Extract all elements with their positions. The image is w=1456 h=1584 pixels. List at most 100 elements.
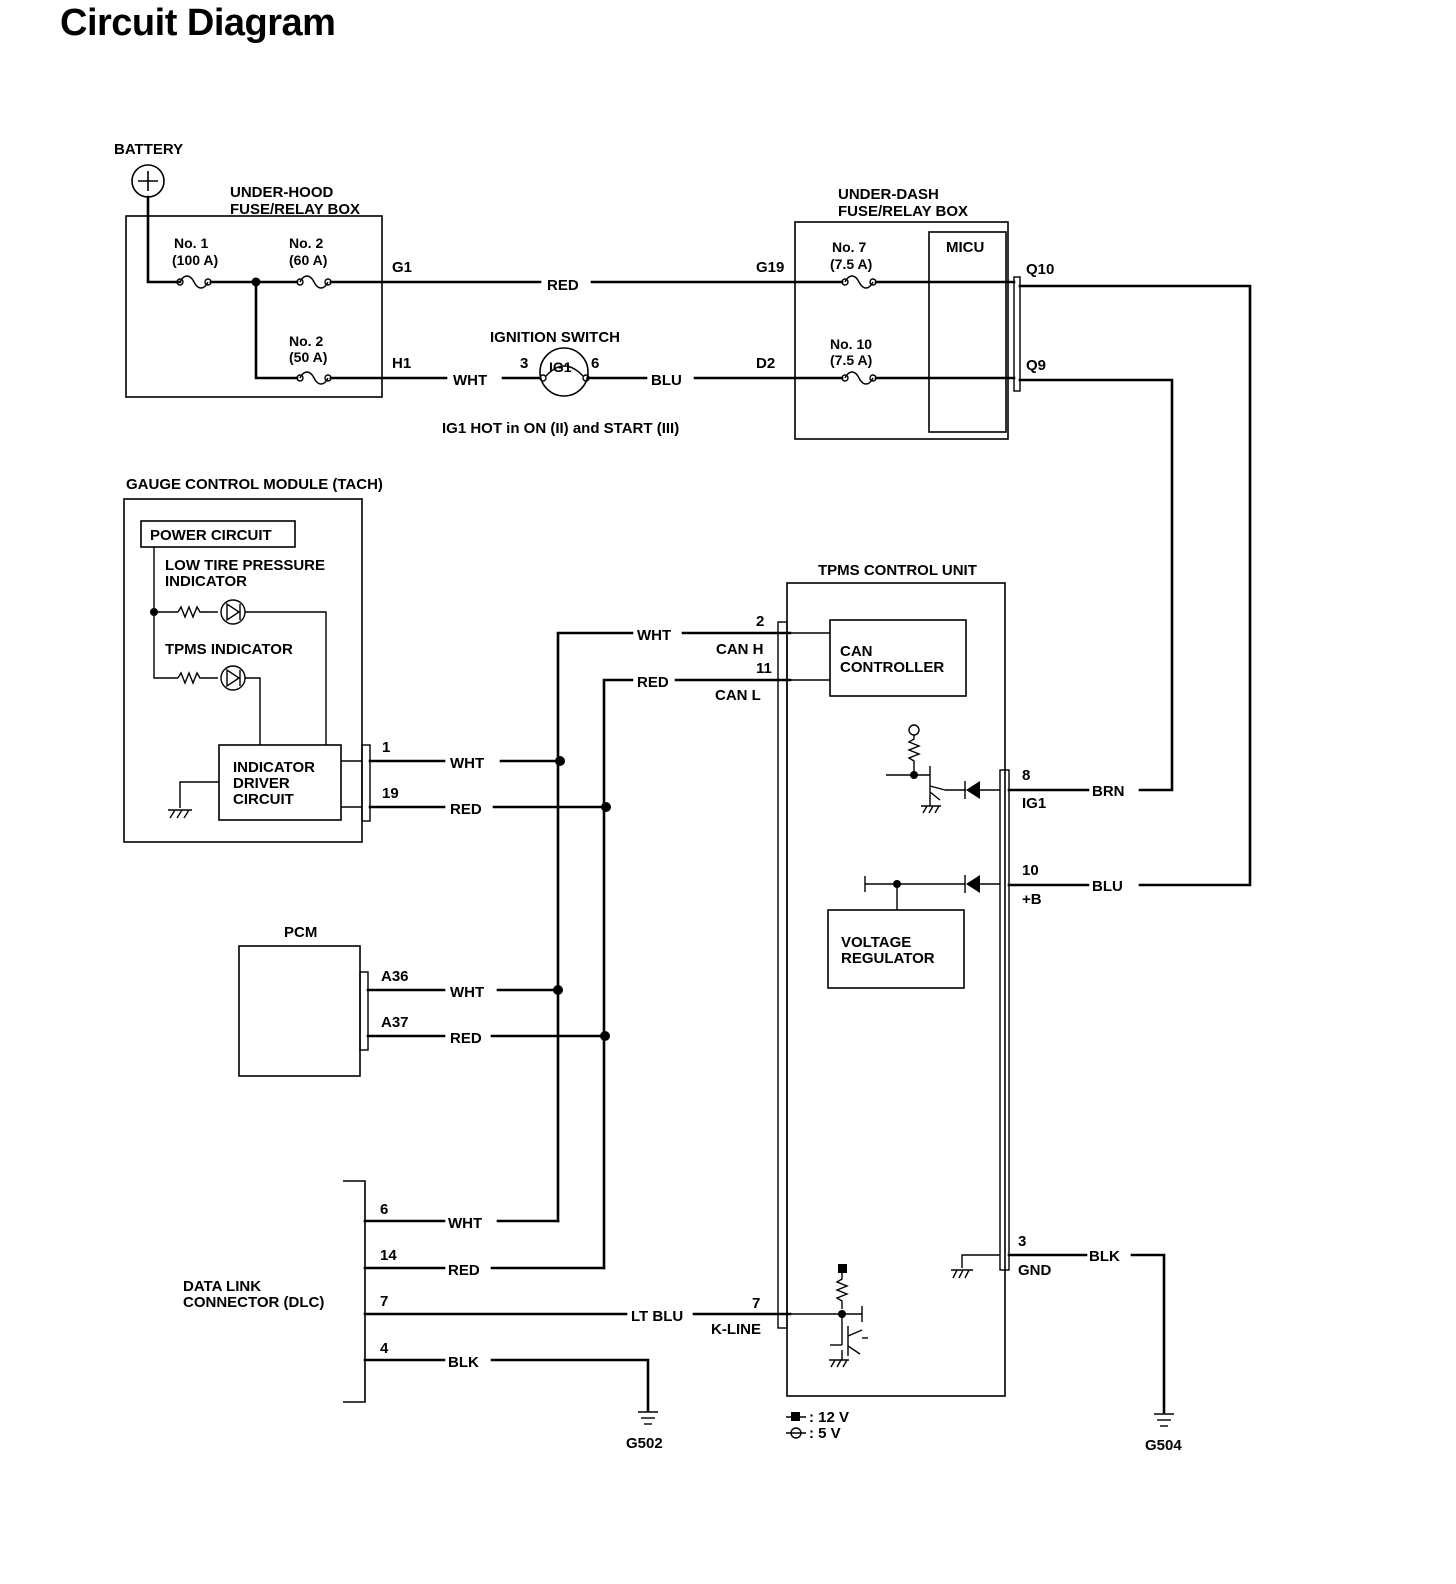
- fuse-3-label: No. 2: [289, 333, 323, 349]
- can-controller-label-1: CAN: [840, 643, 873, 660]
- tpms-title: TPMS CONTROL UNIT: [818, 562, 977, 579]
- wire-red-pcm: RED: [450, 1030, 482, 1047]
- battery-symbol: [131, 164, 165, 198]
- power-circuit-label: POWER CIRCUIT: [150, 527, 272, 544]
- tpms-can-l: CAN L: [715, 687, 761, 704]
- gauge-module-box: [123, 498, 363, 843]
- fuse-1-rating: (100 A): [172, 252, 218, 268]
- gauge-title: GAUGE CONTROL MODULE (TACH): [126, 476, 383, 493]
- driver-label-2: DRIVER: [233, 775, 290, 792]
- tpms-unit-box: [786, 582, 1006, 1397]
- plus-b-input-circuit: [864, 875, 1000, 910]
- voltage-legend: [786, 1412, 806, 1439]
- fuse-7-rating: (7.5 A): [830, 256, 872, 272]
- tpms-plus-b: +B: [1022, 891, 1042, 908]
- ignition-pin-3: 3: [520, 355, 528, 372]
- g504-ground-icon: [1154, 1413, 1174, 1427]
- underdash-title-1: UNDER-DASH: [838, 186, 939, 203]
- pin-h1: H1: [392, 355, 411, 372]
- dlc-title-1: DATA LINK: [183, 1278, 261, 1295]
- wire-red-gauge: RED: [450, 801, 482, 818]
- gauge-connector: [361, 744, 371, 822]
- pcm-box: [238, 945, 361, 1077]
- ground-g502: G502: [626, 1435, 663, 1452]
- pin-g19: G19: [756, 259, 784, 276]
- tpms-pin-2: 2: [756, 613, 764, 630]
- tpms-pin-11: 11: [756, 660, 772, 677]
- low-tire-label-1: LOW TIRE PRESSURE: [165, 557, 325, 574]
- wire-wht-dlc: WHT: [448, 1215, 482, 1232]
- low-tire-led-icon: [220, 599, 246, 625]
- fuse-3-rating: (50 A): [289, 349, 327, 365]
- wire-wht-h1: WHT: [453, 372, 487, 389]
- tpms-right-connector: [999, 769, 1010, 1271]
- pcm-pin-a37: A37: [381, 1014, 409, 1031]
- power-circuit-box: [140, 520, 296, 548]
- underhood-title-1: UNDER-HOOD: [230, 184, 333, 201]
- pcm-title: PCM: [284, 924, 317, 941]
- fuse-7-label: No. 7: [832, 239, 866, 255]
- tpms-led-icon: [220, 665, 246, 691]
- 12v-symbol-icon: [791, 1412, 800, 1421]
- ground-g504: G504: [1145, 1437, 1182, 1454]
- fuse-10-rating: (7.5 A): [830, 352, 872, 368]
- wire-blu-b: BLU: [1092, 878, 1123, 895]
- g502-ground-icon: [638, 1411, 658, 1425]
- fuse-1-label: No. 1: [174, 235, 208, 251]
- battery-label: BATTERY: [114, 141, 183, 158]
- fuse-2-rating: (60 A): [289, 252, 327, 268]
- low-tire-label-2: INDICATOR: [165, 573, 247, 590]
- tpms-indicator-label: TPMS INDICATOR: [165, 641, 293, 658]
- ignition-switch-symbol: [539, 347, 589, 397]
- legend-5v: : 5 V: [809, 1425, 841, 1442]
- underhood-box: [125, 215, 383, 398]
- 5v-symbol-icon: [790, 1427, 802, 1439]
- tpms-gnd: GND: [1018, 1262, 1052, 1279]
- wire-red-g1: RED: [547, 277, 579, 294]
- underdash-box: [794, 221, 1009, 440]
- tpms-ig1: IG1: [1022, 795, 1046, 812]
- wire-blu-d2: BLU: [651, 372, 682, 389]
- tpms-ground-icon: [951, 1269, 973, 1279]
- fuse-10-symbol: [844, 371, 874, 385]
- wire-red-can: RED: [637, 674, 669, 691]
- fuse-7-symbol: [844, 275, 874, 289]
- can-controller-label-2: CONTROLLER: [840, 659, 944, 676]
- ig1-input-circuit: [886, 724, 1000, 814]
- micu-box: [928, 231, 1007, 433]
- voltage-regulator-box: [827, 909, 965, 989]
- pin-d2: D2: [756, 355, 775, 372]
- fuse-3-symbol: [299, 371, 329, 385]
- dlc-pin-14: 14: [380, 1247, 397, 1264]
- can-controller-box: [829, 619, 967, 697]
- wire-wht-can: WHT: [637, 627, 671, 644]
- fuse-2-label: No. 2: [289, 235, 323, 251]
- tpms-pin-3: 3: [1018, 1233, 1026, 1250]
- underdash-title-2: FUSE/RELAY BOX: [838, 203, 968, 220]
- micu-label: MICU: [946, 239, 984, 256]
- tpms-can-h: CAN H: [716, 641, 764, 658]
- ignition-contact-label: IG1: [549, 359, 572, 375]
- voltage-regulator-label-2: REGULATOR: [841, 950, 935, 967]
- ignition-title: IGNITION SWITCH: [490, 329, 620, 346]
- k-line-circuit: [787, 1264, 868, 1368]
- wire-wht-gauge: WHT: [450, 755, 484, 772]
- fuse-1-symbol: [179, 275, 209, 289]
- underdash-connector: [1013, 276, 1021, 392]
- voltage-regulator-label-1: VOLTAGE: [841, 934, 911, 951]
- tpms-pin-10: 10: [1022, 862, 1039, 879]
- pin-q9: Q9: [1026, 357, 1046, 374]
- fuse-2-symbol: [299, 275, 329, 289]
- gauge-pin-19: 19: [382, 785, 399, 802]
- wire-red-dlc: RED: [448, 1262, 480, 1279]
- wire-wht-pcm: WHT: [450, 984, 484, 1001]
- tpms-left-connector: [777, 621, 788, 1329]
- gauge-pin-1: 1: [382, 739, 390, 756]
- pcm-connector: [359, 971, 369, 1051]
- pin-q10: Q10: [1026, 261, 1054, 278]
- dlc-pin-4: 4: [380, 1340, 389, 1357]
- page-title: Circuit Diagram: [60, 2, 336, 44]
- wire-ltblu-dlc: LT BLU: [631, 1308, 683, 1325]
- wire-brn-ig1: BRN: [1092, 783, 1125, 800]
